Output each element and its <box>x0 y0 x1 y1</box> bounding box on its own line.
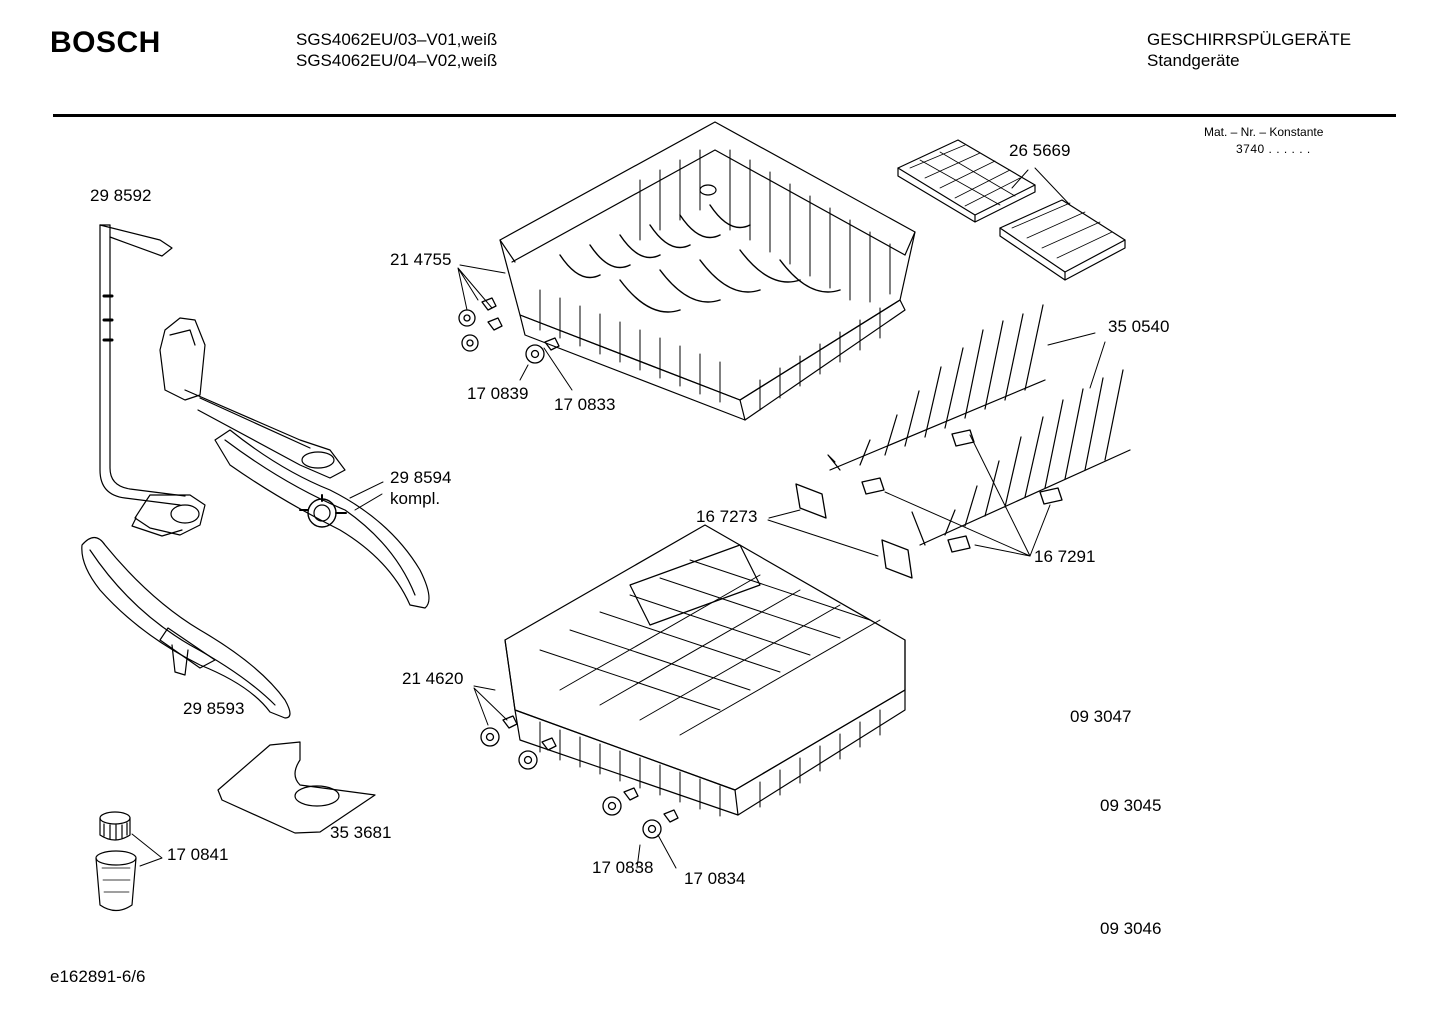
part-label-214620: 21 4620 <box>402 669 464 688</box>
part-label-167291: 16 7291 <box>1034 547 1096 566</box>
part-label-298594: 29 8594 <box>390 468 452 487</box>
upper-supply-pipe <box>99 224 206 537</box>
category-title: GESCHIRRSPÜLGERÄTE <box>1147 30 1352 49</box>
lower-basket-wheels <box>480 715 679 839</box>
part-label-170839: 17 0839 <box>467 384 529 403</box>
part-label-170834: 17 0834 <box>684 869 746 888</box>
part-label-298593: 29 8593 <box>183 699 245 718</box>
part-label-170841: 17 0841 <box>167 845 229 864</box>
part-label-298592: 29 8592 <box>90 186 152 205</box>
part-label-353681: 35 3681 <box>330 823 392 842</box>
rack-clips <box>795 429 1063 579</box>
part-label-093046: 09 3046 <box>1100 919 1162 938</box>
part-label-170838: 17 0838 <box>592 858 654 877</box>
part-label-350540: 35 0540 <box>1108 317 1170 336</box>
upper-spray-arm-assembly <box>159 317 430 609</box>
lower-basket <box>504 524 906 817</box>
sieve-plate <box>217 741 376 834</box>
part-label-093045: 09 3045 <box>1100 796 1162 815</box>
filter-set <box>95 811 137 912</box>
upper-basket-wheels <box>458 297 560 364</box>
subcategory-title: Standgeräte <box>1147 51 1240 70</box>
cup-shelves <box>897 139 1126 281</box>
material-value: 3740 . . . . . . <box>1236 142 1311 156</box>
model-line-2: SGS4062EU/04–V02,weiß <box>296 51 498 70</box>
part-label-170833: 17 0833 <box>554 395 616 414</box>
part-label-214755: 21 4755 <box>390 250 452 269</box>
part-label-265669: 26 5669 <box>1009 141 1071 160</box>
leader-lines <box>131 167 1106 869</box>
part-label-167273: 16 7273 <box>696 507 758 526</box>
folding-racks <box>827 304 1131 546</box>
lower-spray-arm <box>81 536 291 719</box>
header-divider <box>53 114 1396 117</box>
part-label-093047: 09 3047 <box>1070 707 1132 726</box>
model-line-1: SGS4062EU/03–V01,weiß <box>296 30 498 49</box>
drawing-id: e162891-6/6 <box>50 967 146 986</box>
upper-basket <box>499 121 916 421</box>
part-label-298594-note: kompl. <box>390 489 441 508</box>
brand-logo: BOSCH <box>50 26 161 59</box>
material-label: Mat. – Nr. – Konstante <box>1204 125 1324 139</box>
